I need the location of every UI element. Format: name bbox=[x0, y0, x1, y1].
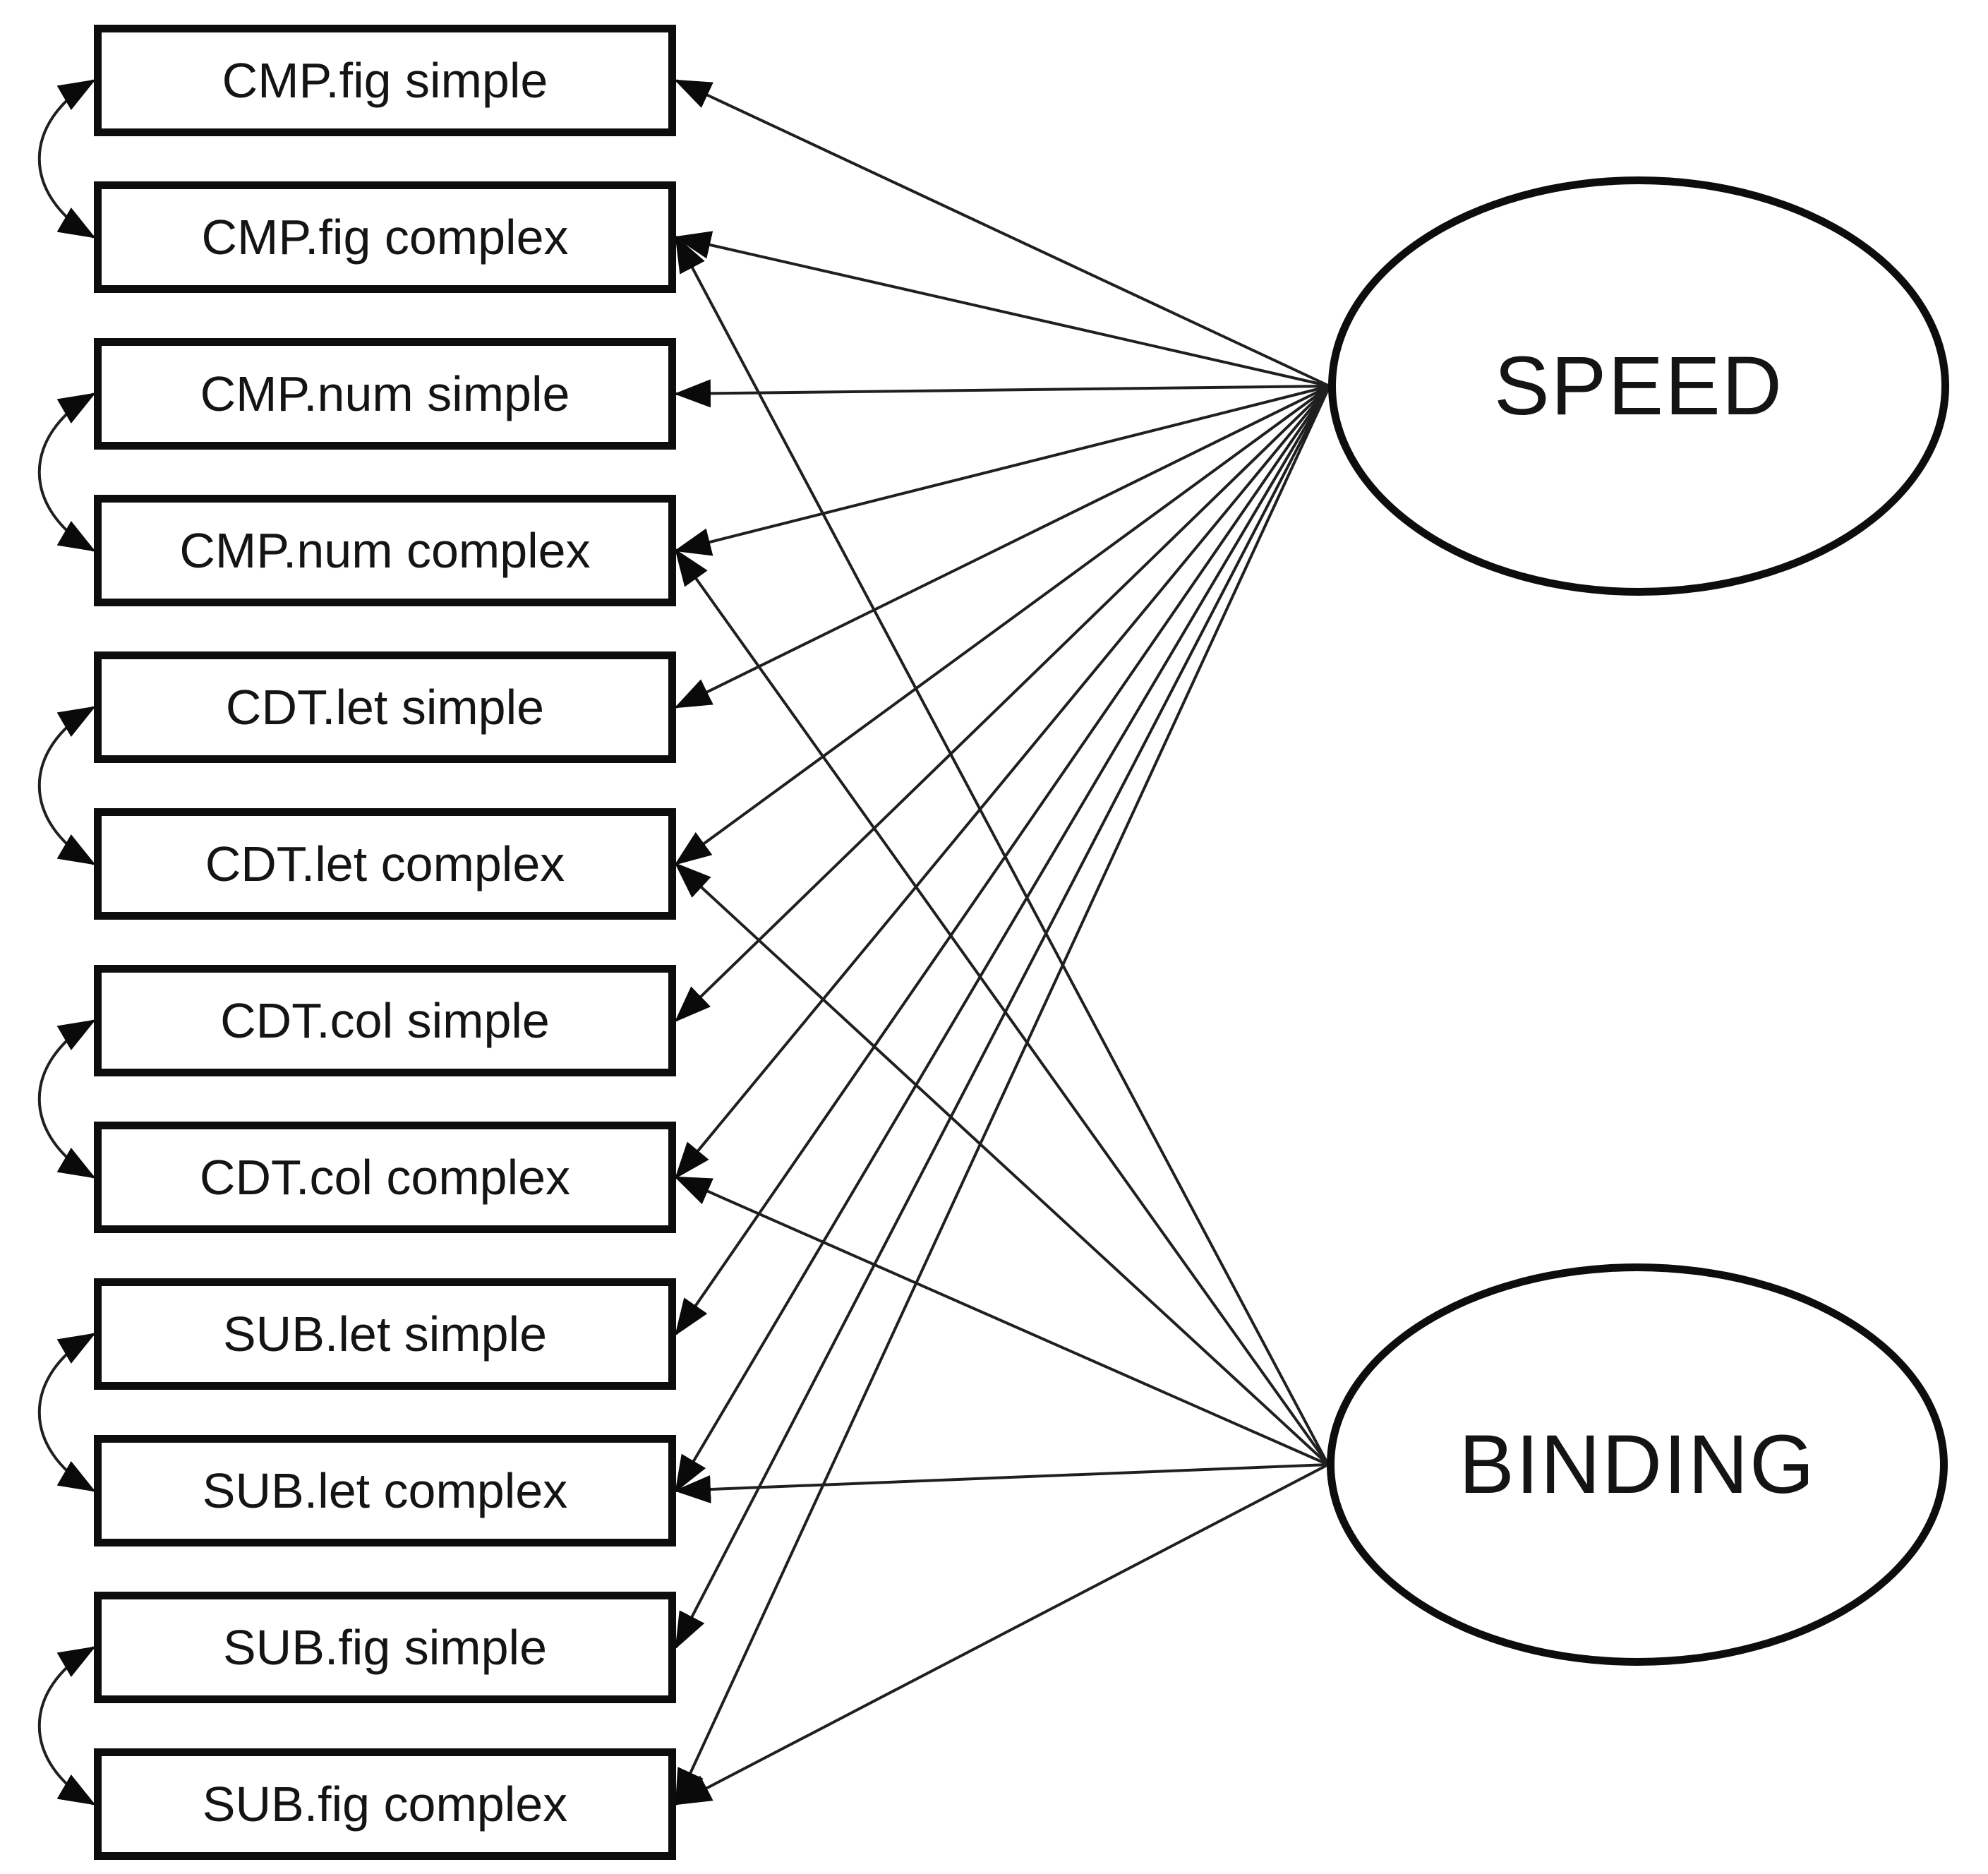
observed-box-cmp-num-simple: CMP.num simple bbox=[94, 338, 676, 450]
loading-path-speed-sub_let_complex bbox=[675, 385, 1331, 1493]
observed-label: CDT.col simple bbox=[220, 993, 550, 1048]
loading-path-speed-sub_fig_simple bbox=[675, 385, 1331, 1650]
observed-label: CMP.num complex bbox=[179, 523, 591, 578]
observed-label: CMP.num simple bbox=[200, 366, 570, 421]
loading-path-speed-cdt_let_simple bbox=[674, 385, 1330, 709]
observed-box-cdt-let-simple: CDT.let simple bbox=[94, 651, 676, 763]
observed-box-cmp-num-complex: CMP.num complex bbox=[94, 495, 676, 606]
residual-correlation-sub_fig_simple-sub_fig_complex bbox=[37, 1646, 96, 1806]
loading-path-speed-cmp_fig_simple bbox=[674, 79, 1330, 388]
observed-label: CDT.let complex bbox=[205, 836, 565, 891]
observed-label: CMP.fig complex bbox=[201, 210, 569, 265]
latent-label: BINDING bbox=[1459, 1418, 1816, 1511]
loading-path-speed-cmp_fig_complex bbox=[674, 231, 1330, 388]
observed-label: CMP.fig simple bbox=[222, 53, 548, 108]
latent-ellipse-binding: BINDING bbox=[1327, 1263, 1948, 1666]
observed-box-sub-let-complex: SUB.let complex bbox=[94, 1435, 676, 1546]
observed-label: CDT.let simple bbox=[225, 680, 545, 735]
residual-correlation-cmp_fig_simple-cmp_fig_complex bbox=[37, 79, 96, 239]
observed-box-cdt-col-complex: CDT.col complex bbox=[94, 1122, 676, 1233]
observed-box-sub-fig-complex: SUB.fig complex bbox=[94, 1748, 676, 1860]
edge-group bbox=[37, 79, 1331, 1806]
loading-path-binding-cdt_let_complex bbox=[674, 862, 1330, 1466]
residual-correlation-cmp_num_simple-cmp_num_complex bbox=[37, 392, 96, 552]
loading-path-binding-cdt_col_complex bbox=[674, 1176, 1329, 1466]
loading-path-speed-cdt_let_complex bbox=[674, 385, 1331, 865]
loading-path-binding-cmp_fig_complex bbox=[675, 235, 1330, 1465]
observed-box-cdt-col-simple: CDT.col simple bbox=[94, 965, 676, 1076]
observed-label: SUB.fig complex bbox=[202, 1777, 568, 1832]
loading-path-speed-sub_let_simple bbox=[675, 385, 1331, 1336]
loading-path-speed-cdt_col_complex bbox=[675, 385, 1331, 1179]
loading-path-binding-sub_fig_complex bbox=[674, 1463, 1329, 1806]
observed-box-sub-let-simple: SUB.let simple bbox=[94, 1278, 676, 1390]
observed-box-cdt-let-complex: CDT.let complex bbox=[94, 808, 676, 920]
observed-label: CDT.col complex bbox=[199, 1150, 571, 1205]
latent-label: SPEED bbox=[1493, 340, 1784, 433]
residual-correlation-cdt_col_simple-cdt_col_complex bbox=[37, 1019, 96, 1179]
loading-path-binding-sub_let_complex bbox=[674, 1463, 1329, 1504]
observed-box-sub-fig-simple: SUB.fig simple bbox=[94, 1592, 676, 1703]
residual-correlation-sub_let_simple-sub_let_complex bbox=[37, 1333, 96, 1492]
observed-label: SUB.fig simple bbox=[222, 1620, 548, 1675]
loading-path-speed-sub_fig_complex bbox=[675, 385, 1331, 1806]
loading-path-speed-cmp_num_complex bbox=[674, 385, 1330, 556]
loading-path-binding-cmp_num_complex bbox=[675, 548, 1330, 1466]
observed-box-cmp-fig-simple: CMP.fig simple bbox=[94, 25, 676, 136]
observed-label: SUB.let simple bbox=[222, 1307, 548, 1362]
residual-correlation-cdt_let_simple-cdt_let_complex bbox=[37, 706, 96, 865]
observed-label: SUB.let complex bbox=[202, 1463, 568, 1518]
loading-path-speed-cdt_col_simple bbox=[674, 385, 1331, 1023]
loading-path-speed-cmp_num_simple bbox=[674, 379, 1330, 408]
observed-box-cmp-fig-complex: CMP.fig complex bbox=[94, 181, 676, 293]
latent-ellipse-speed: SPEED bbox=[1328, 176, 1949, 596]
